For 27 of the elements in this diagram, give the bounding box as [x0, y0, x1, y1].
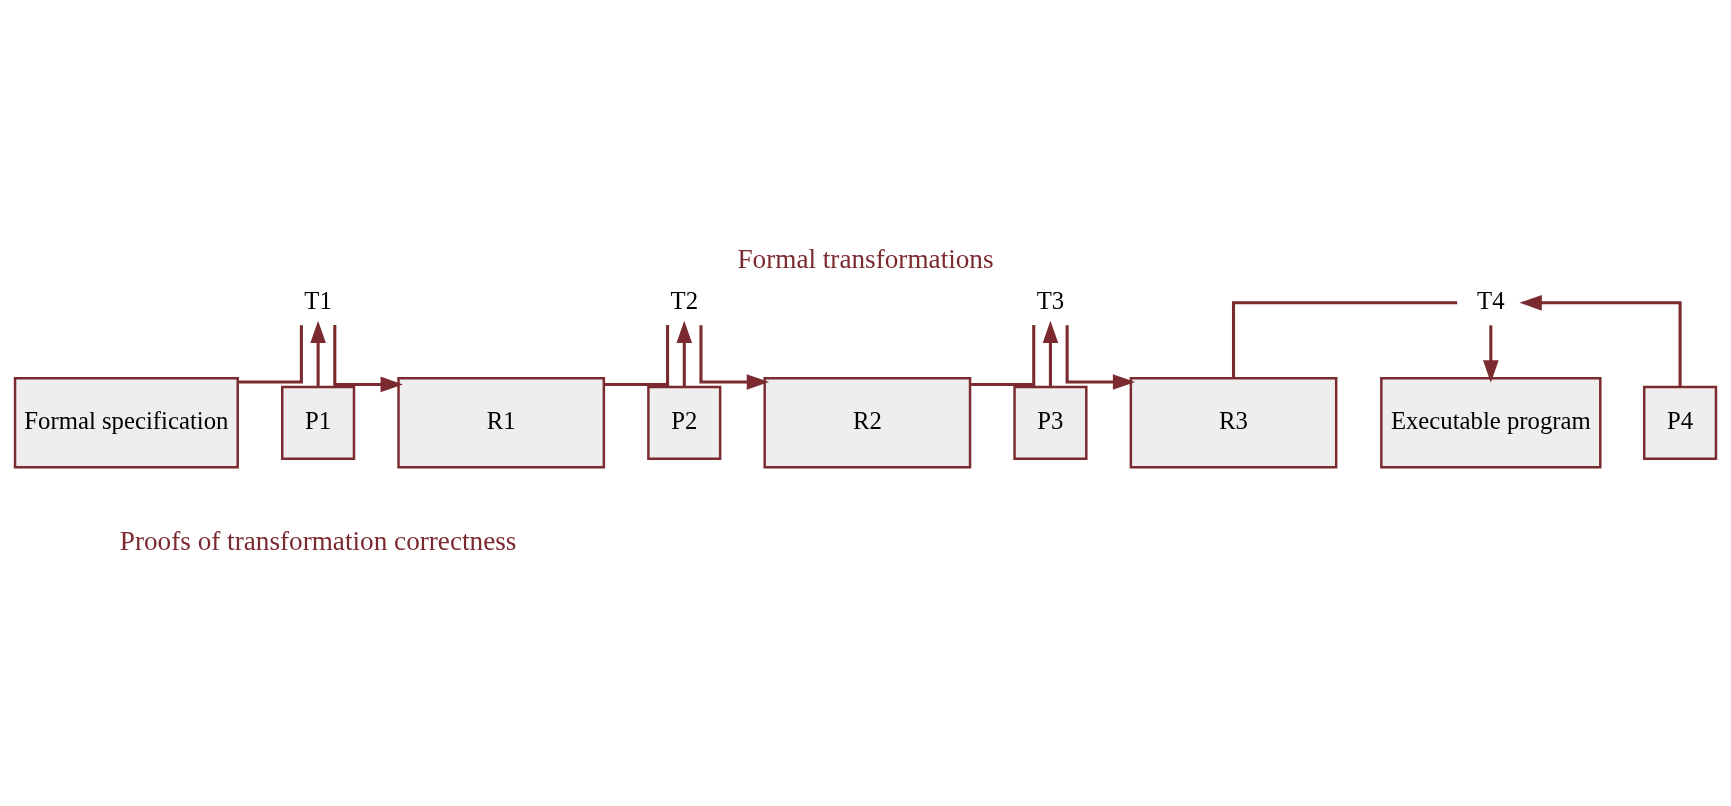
node-box: P3 [1013, 385, 1088, 460]
arrow [676, 320, 693, 387]
arrow [1483, 325, 1499, 383]
node-box: R2 [763, 377, 972, 469]
node-text: T4 [1477, 286, 1505, 314]
diagram-title: Formal transformations [737, 243, 994, 274]
arrow [1065, 325, 1136, 390]
arrow [333, 325, 403, 393]
connector [970, 325, 1036, 386]
node-text: T3 [1036, 286, 1065, 314]
arrow [1042, 320, 1059, 387]
node-box: P4 [1642, 385, 1718, 460]
arrow [1519, 295, 1682, 387]
connector [237, 325, 303, 384]
node-box: R1 [397, 377, 606, 469]
node-box: R3 [1129, 377, 1338, 469]
arrow [310, 320, 326, 387]
node-box: P1 [281, 385, 356, 460]
connector [1231, 301, 1458, 379]
node-box: P2 [647, 385, 722, 460]
caption: Proofs of transformation correctness [119, 525, 517, 556]
node-text: T1 [304, 286, 332, 314]
node-text: T2 [670, 286, 699, 314]
node-box: Formal specification [13, 377, 239, 469]
arrow [699, 325, 770, 390]
connector [604, 325, 670, 386]
node-box: Executable program [1380, 377, 1602, 469]
